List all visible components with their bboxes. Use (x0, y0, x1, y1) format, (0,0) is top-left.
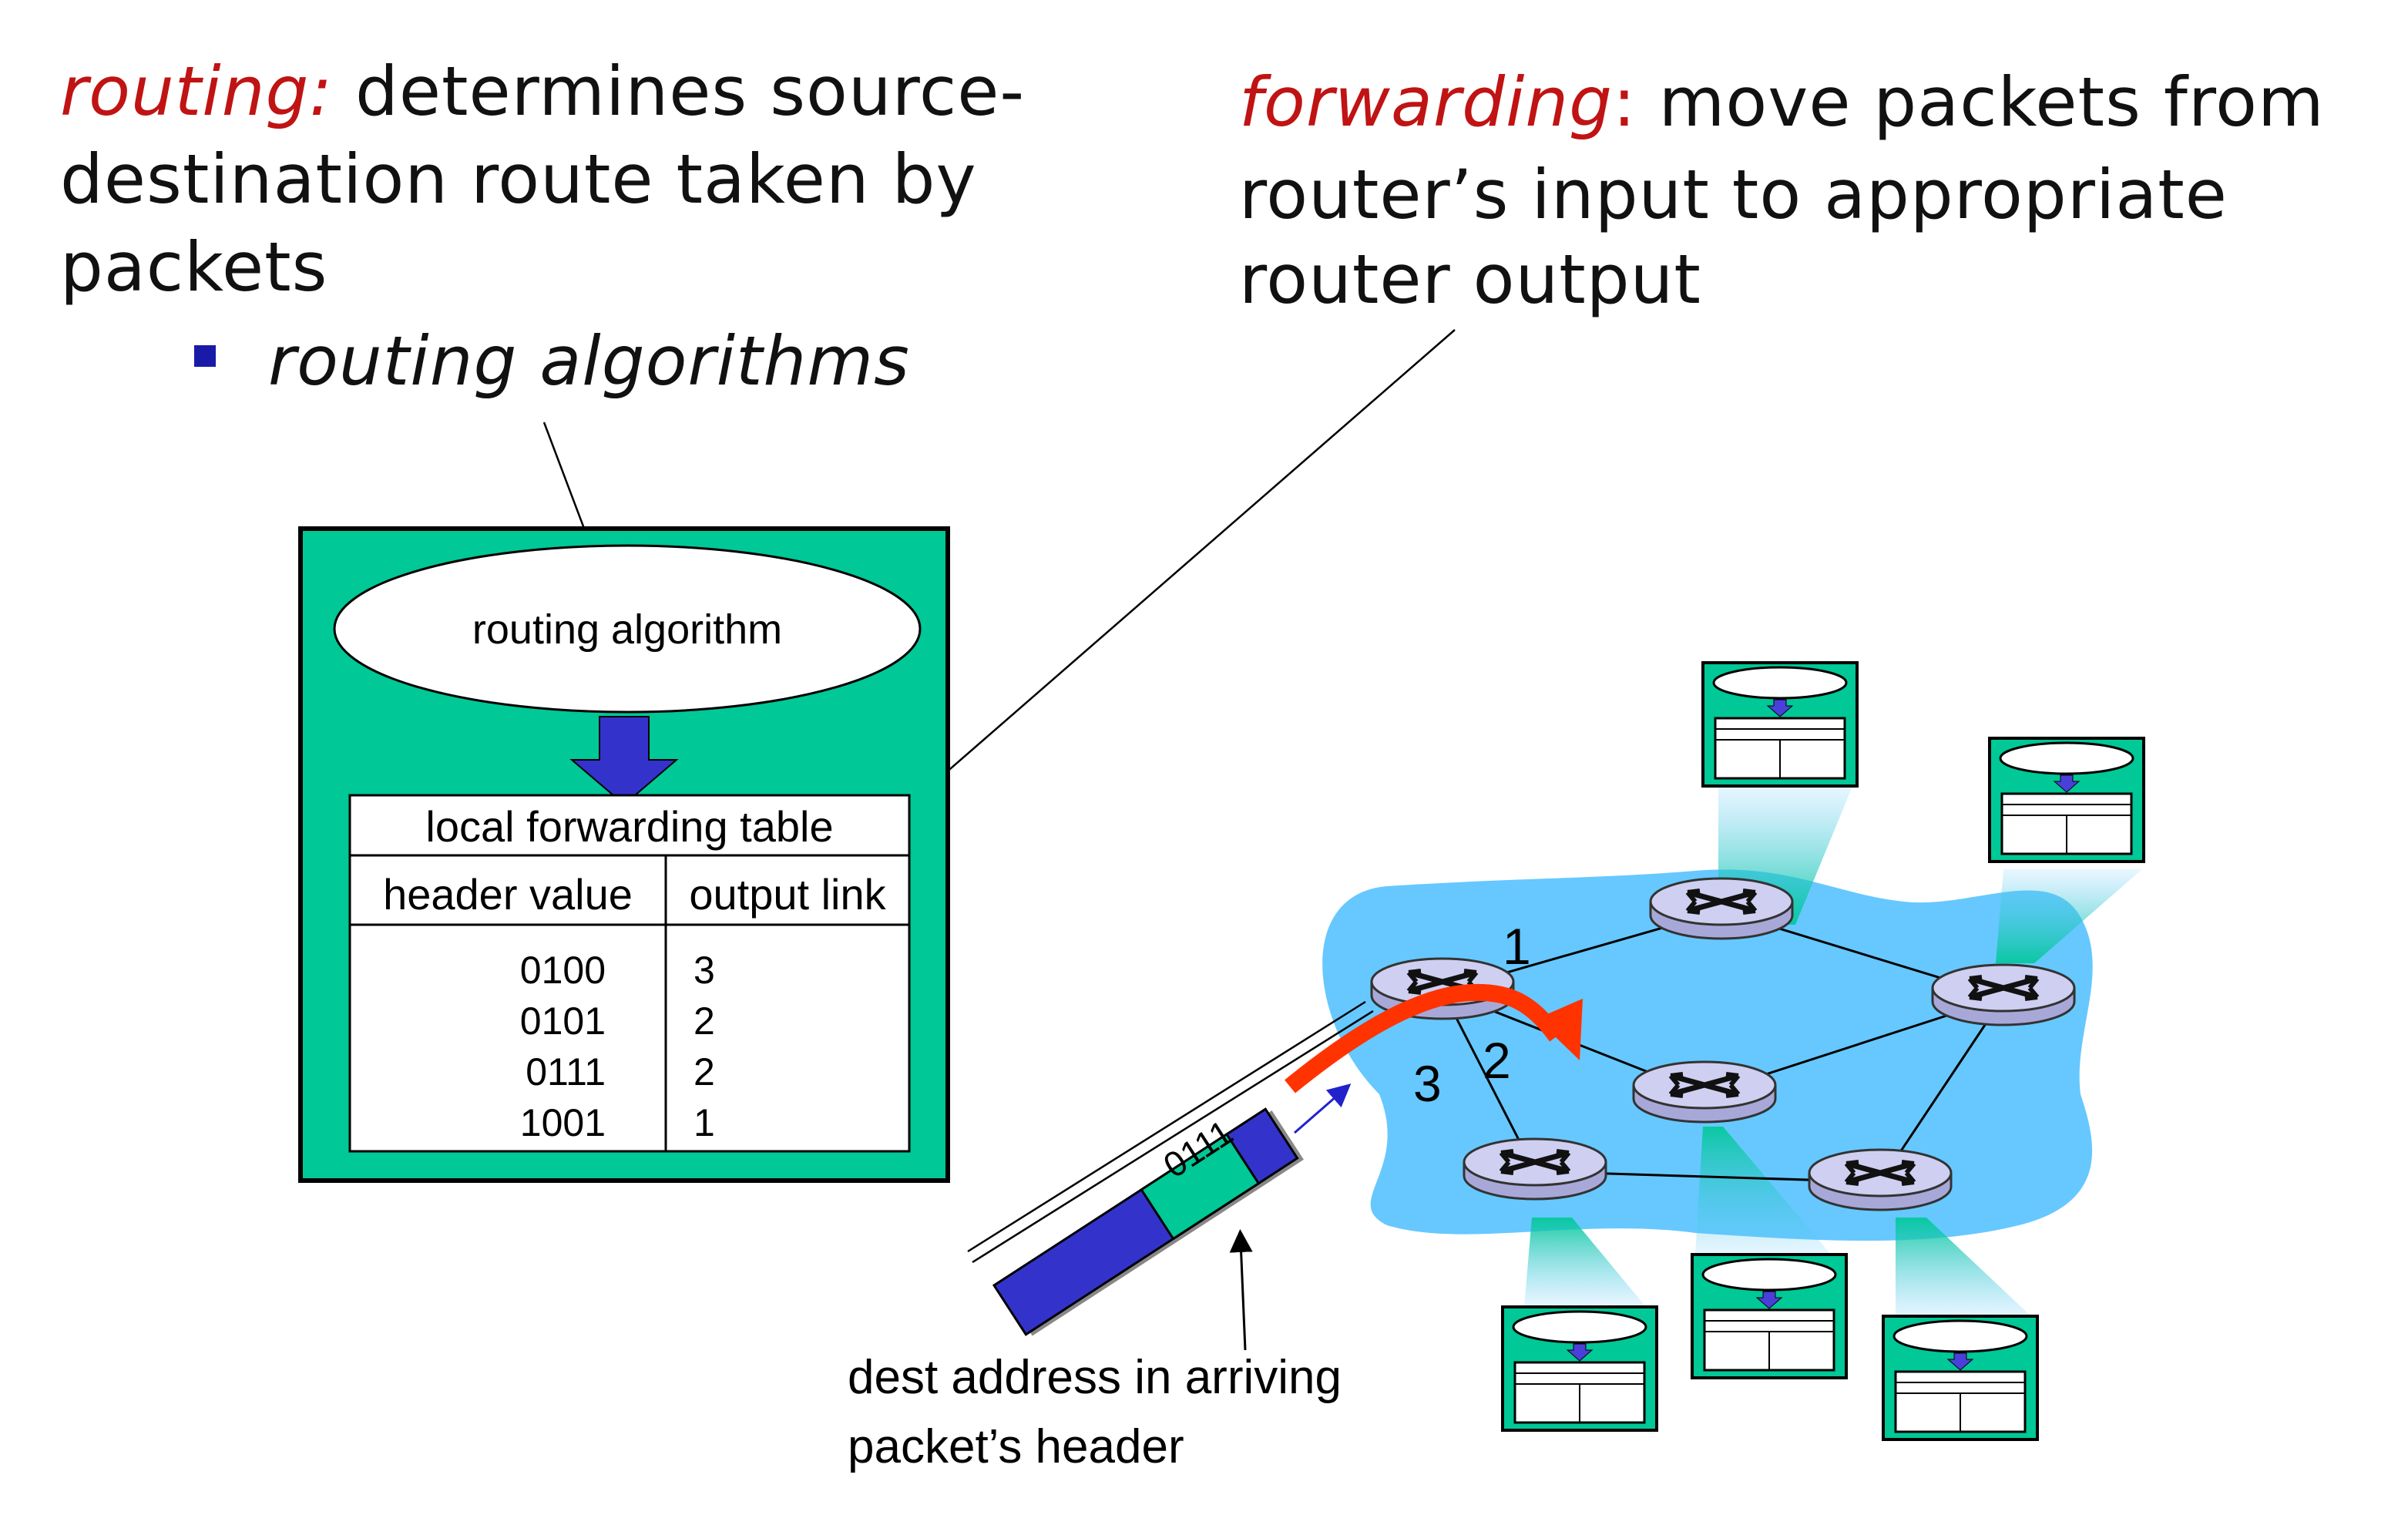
forwarding-line1: move packets from (1658, 62, 2325, 142)
mini-router-box (1701, 661, 1859, 788)
forwarding-line3: router output (1239, 240, 1701, 319)
row-link: 1 (694, 1101, 715, 1144)
routing-algorithm-label: routing algorithm (472, 606, 783, 653)
forwarding-path-arrow (1285, 983, 1563, 1093)
row-link: 2 (694, 1050, 715, 1093)
bullet-square-icon (194, 345, 216, 367)
forwarding-heading: forwarding: move packets from (1239, 59, 2395, 146)
row-value: 0100 (519, 949, 606, 992)
link-label-1: 1 (1503, 918, 1531, 975)
routing-bullet: routing algorithms (268, 321, 910, 401)
mini-router-box (1501, 1305, 1658, 1432)
forwarding-table-title: local forwarding table (425, 802, 834, 851)
dest-caption-arrow (1229, 1229, 1253, 1351)
row-link: 2 (694, 999, 715, 1043)
link-label-2: 2 (1483, 1032, 1511, 1089)
packet-blue-arrow (1294, 1083, 1352, 1134)
mini-router-box (1988, 737, 2145, 863)
row-value: 0101 (519, 999, 606, 1043)
table-row: 0111 2 (350, 1050, 909, 1100)
router-icon (1651, 878, 1792, 939)
router-icon (1933, 965, 2074, 1025)
table-row: 0100 3 (350, 948, 909, 999)
row-link: 3 (694, 949, 715, 992)
routing-keyword: routing: (60, 52, 334, 131)
router-icon (1464, 1139, 1606, 1199)
col-header-value: header value (383, 870, 633, 919)
routing-line2: destination route taken by (60, 139, 977, 219)
router-icon (1634, 1062, 1775, 1122)
routing-algorithm-ellipse (333, 544, 922, 714)
forwarding-keyword: forwarding (1239, 62, 1614, 142)
routing-line1: determines source- (355, 52, 1026, 131)
mini-router-box (1691, 1253, 1848, 1379)
dest-caption-line2: packet’s header (848, 1420, 1184, 1473)
col-output-link: output link (689, 870, 886, 919)
router-icon (1809, 1150, 1951, 1210)
forwarding-line2: router’s input to appropriate (1239, 155, 2228, 234)
forwarding-colon: : (1613, 62, 1637, 142)
link-label-3: 3 (1413, 1055, 1442, 1112)
packet (992, 1107, 1304, 1336)
table-row: 0101 2 (350, 999, 909, 1050)
table-row: 1001 1 (350, 1100, 909, 1151)
routing-heading: routing: determines source- (60, 48, 1123, 136)
routing-line3: packets (60, 227, 328, 307)
forwarding-callout-line (908, 329, 1456, 805)
row-value: 1001 (519, 1101, 606, 1144)
row-value: 0111 (526, 1050, 606, 1093)
down-arrow-icon (569, 716, 679, 806)
mini-router-box (1882, 1315, 2039, 1441)
dest-caption-line1: dest address in arriving (848, 1351, 1342, 1404)
